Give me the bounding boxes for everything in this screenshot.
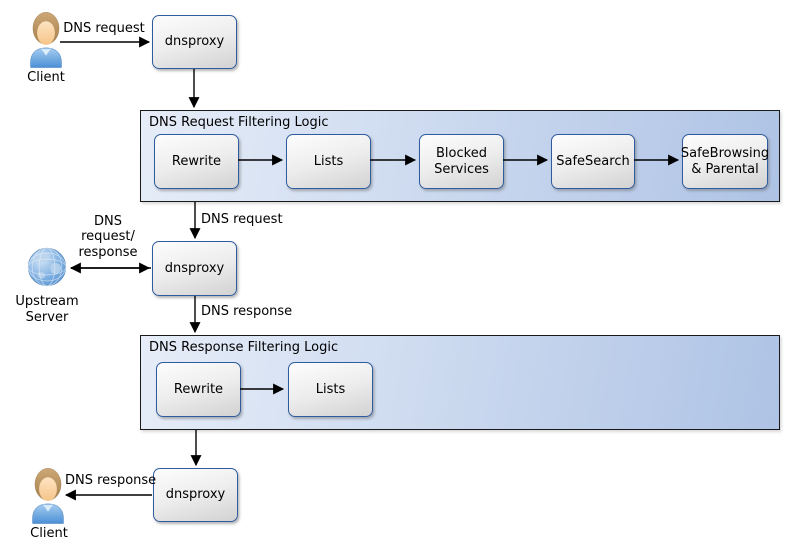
upstream-server-label: Upstream Server bbox=[15, 294, 79, 325]
node-dnsproxy-top: dnsproxy bbox=[152, 15, 237, 69]
client-top-label: Client bbox=[27, 70, 65, 85]
container-dns-request-filtering: DNS Request Filtering Logic Rewrite List… bbox=[140, 110, 780, 202]
step-response-rewrite: Rewrite bbox=[156, 362, 241, 417]
globe-icon bbox=[26, 246, 68, 288]
client-bottom-label: Client bbox=[30, 526, 68, 541]
container-dns-request-filtering-title: DNS Request Filtering Logic bbox=[149, 115, 329, 130]
edge-label-dns-request-top: DNS request bbox=[63, 21, 145, 36]
container-dns-response-filtering-title: DNS Response Filtering Logic bbox=[149, 340, 339, 355]
container-dns-response-filtering: DNS Response Filtering Logic Rewrite Lis… bbox=[140, 335, 780, 430]
edge-label-dns-request-response: DNS request/ response bbox=[78, 214, 138, 260]
step-request-rewrite: Rewrite bbox=[154, 134, 239, 189]
client-bottom-actor bbox=[29, 466, 67, 524]
person-icon bbox=[27, 10, 65, 68]
edge-label-dns-response-mid: DNS response bbox=[201, 304, 293, 319]
edge-label-dns-request-mid: DNS request bbox=[201, 212, 283, 227]
upstream-server-actor bbox=[26, 246, 68, 288]
step-request-safebrowsing-parental: SafeBrowsing & Parental bbox=[681, 134, 769, 189]
step-request-lists: Lists bbox=[286, 134, 371, 189]
person-icon bbox=[29, 466, 67, 524]
node-dnsproxy-middle: dnsproxy bbox=[152, 241, 237, 296]
client-top-actor bbox=[27, 10, 65, 68]
node-dnsproxy-bottom: dnsproxy bbox=[153, 468, 238, 522]
step-request-blocked-services: Blocked Services bbox=[419, 134, 504, 189]
step-request-safesearch: SafeSearch bbox=[551, 134, 635, 189]
edge-label-dns-response-bottom: DNS response bbox=[65, 473, 157, 488]
step-response-lists: Lists bbox=[288, 362, 373, 417]
